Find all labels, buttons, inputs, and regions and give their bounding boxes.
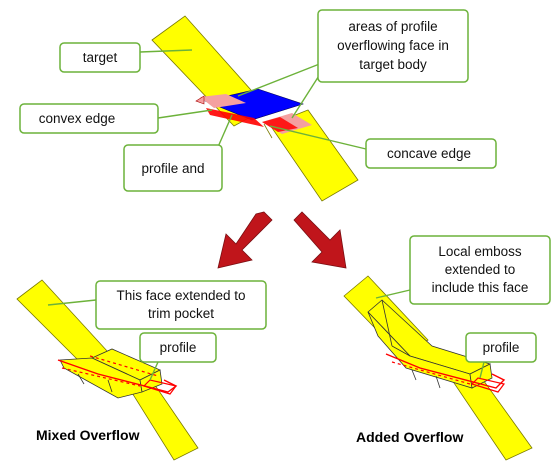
callout-mixed-profile: profile bbox=[139, 332, 217, 363]
added-overflow-body bbox=[343, 275, 533, 461]
callout-convex-edge: convex edge bbox=[19, 103, 159, 134]
callout-mixed-profile-text: profile bbox=[160, 340, 197, 355]
leader-added-profile bbox=[479, 361, 485, 379]
bottom-right-leader-lines bbox=[375, 289, 485, 379]
down-left-arrow-icon bbox=[217, 211, 273, 269]
callout-local-emboss: Local emboss extended to include this fa… bbox=[409, 235, 551, 305]
callout-added-profile-text: profile bbox=[483, 340, 520, 355]
top-overflow-area-left bbox=[200, 94, 246, 108]
top-target-lower-arm bbox=[269, 109, 359, 202]
callout-local-emboss-line-2: extended to bbox=[445, 262, 516, 277]
leader-areas-1 bbox=[237, 62, 323, 97]
leader-face-extended bbox=[47, 299, 97, 306]
callout-profile-and: profile and bbox=[123, 144, 223, 192]
callout-added-profile: profile bbox=[465, 332, 537, 363]
callout-face-extended-line-1: This face extended to bbox=[116, 288, 245, 303]
callout-convex-edge-text: convex edge bbox=[39, 111, 116, 126]
callout-target-text: target bbox=[83, 50, 118, 65]
callout-areas-of-profile: areas of profile overflowing face in tar… bbox=[317, 9, 469, 83]
leader-local-emboss bbox=[375, 289, 411, 299]
mixed-profile-outline bbox=[57, 359, 178, 393]
callout-areas-line-1: areas of profile bbox=[348, 19, 437, 34]
top-profile bbox=[195, 88, 312, 134]
callout-face-extended-line-2: trim pocket bbox=[148, 306, 214, 321]
added-profile-outline bbox=[385, 353, 506, 389]
top-concave-strip bbox=[262, 117, 298, 132]
callout-profile-and-text: profile and bbox=[141, 161, 204, 176]
callout-local-emboss-line-1: Local emboss bbox=[438, 244, 522, 259]
leader-areas-2 bbox=[291, 70, 323, 119]
callout-areas-line-3: target body bbox=[359, 57, 427, 72]
top-profile-convex-strip bbox=[206, 108, 264, 127]
caption-added-overflow: Added Overflow bbox=[356, 429, 463, 445]
callout-concave-edge-text: concave edge bbox=[387, 146, 471, 161]
leader-target bbox=[139, 49, 193, 53]
leader-mixed-profile bbox=[149, 361, 159, 381]
bottom-left-leader-lines bbox=[47, 299, 159, 381]
top-profile-tip bbox=[195, 95, 205, 105]
leader-convex-edge bbox=[157, 109, 213, 119]
callout-areas-line-2: overflowing face in bbox=[337, 38, 449, 53]
callout-target: target bbox=[59, 42, 141, 73]
callout-concave-edge: concave edge bbox=[365, 138, 497, 169]
caption-mixed-overflow: Mixed Overflow bbox=[36, 427, 140, 443]
down-right-arrow-icon bbox=[293, 211, 347, 269]
callout-face-extended: This face extended to trim pocket bbox=[95, 280, 267, 330]
mixed-overflow-body bbox=[16, 279, 199, 461]
mixed-upper-arm bbox=[16, 279, 109, 367]
callout-local-emboss-line-3: include this face bbox=[432, 280, 529, 295]
leader-concave-edge bbox=[269, 125, 367, 150]
